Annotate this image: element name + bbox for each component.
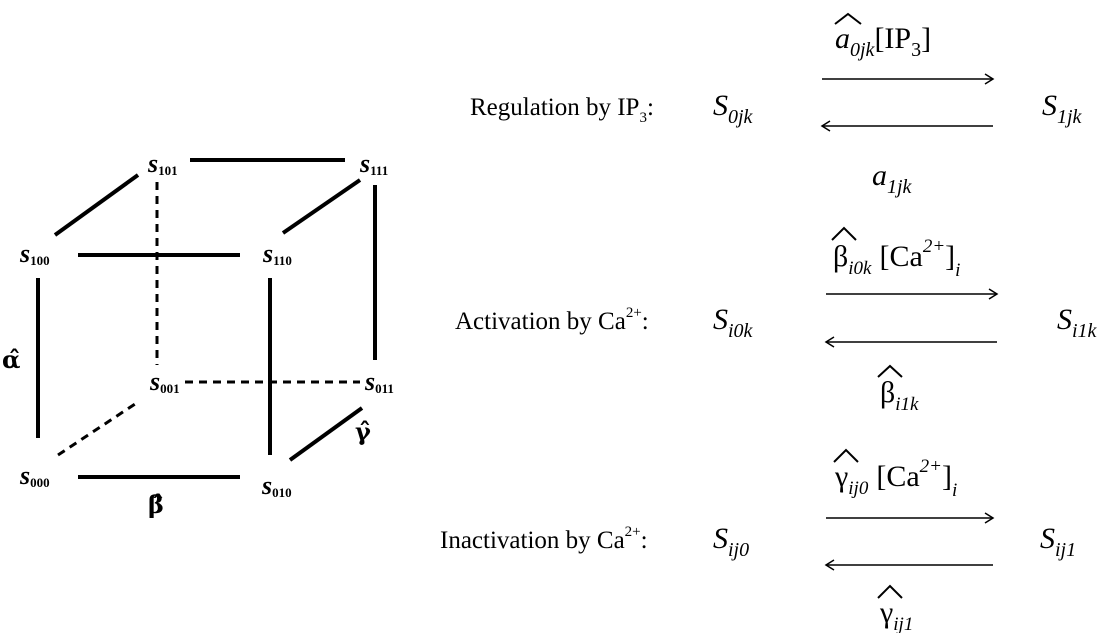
edge-label-beta: β̂ bbox=[148, 490, 164, 519]
reaction-ip3-backward-rate: a1jk bbox=[872, 159, 913, 198]
node-s001: s001 bbox=[149, 367, 180, 396]
reaction-activation-forward-rate: βi0k[Ca2+]i bbox=[833, 236, 960, 281]
reaction-activation-label: Activation by Ca2+: bbox=[455, 305, 649, 335]
reaction-ip3-forward-rate: a0jk[IP3] bbox=[835, 22, 931, 61]
edge-s010-s011 bbox=[288, 406, 364, 462]
edge-label-gamma: γ̂ bbox=[355, 417, 371, 446]
reaction-activation-backward-rate: βi1k bbox=[880, 376, 919, 415]
reaction-ip3-right-state: S1jk bbox=[1042, 89, 1083, 128]
edge-label-alpha: α̂ bbox=[2, 345, 20, 374]
reaction-inactivation-label: Inactivation by Ca2+: bbox=[440, 524, 648, 554]
cube-hidden-edges bbox=[57, 182, 360, 457]
node-s000: s000 bbox=[19, 461, 50, 490]
edge-s110-s111 bbox=[281, 178, 362, 235]
node-s011: s011 bbox=[364, 367, 394, 396]
reaction-inactivation-forward-hat bbox=[833, 448, 859, 463]
cube-edges bbox=[36, 158, 377, 479]
node-s111: s111 bbox=[359, 149, 388, 178]
reaction-activation-right-state: Si1k bbox=[1057, 303, 1098, 342]
node-s101: s101 bbox=[147, 149, 178, 178]
reaction-activation-left-state: Si0k bbox=[713, 303, 754, 342]
reaction-inactivation-right-state: Sij1 bbox=[1040, 522, 1076, 561]
node-s010: s010 bbox=[261, 471, 292, 500]
reaction-inactivation-backward-rate: γij1 bbox=[879, 596, 913, 633]
reaction-activation-forward-hat bbox=[831, 226, 857, 241]
reaction-inactivation-left-state: Sij0 bbox=[713, 522, 749, 561]
reaction-ip3: Regulation by IP3: S0jk a0jk[IP3] a1jk S… bbox=[470, 12, 1083, 198]
reaction-activation-backward-hat bbox=[877, 364, 903, 378]
reaction-activation: Activation by Ca2+: Si0k βi0k[Ca2+]i βi1… bbox=[455, 226, 1098, 415]
node-s100: s100 bbox=[19, 239, 50, 268]
reaction-inactivation-arrows bbox=[824, 512, 995, 571]
reaction-inactivation-forward-rate: γij0[Ca2+]i bbox=[834, 456, 957, 501]
reaction-inactivation-backward-hat bbox=[877, 584, 903, 599]
reaction-activation-arrows bbox=[824, 288, 999, 348]
reaction-ip3-left-state: S0jk bbox=[713, 89, 754, 128]
reaction-inactivation: Inactivation by Ca2+: Sij0 γij0[Ca2+]i γ… bbox=[440, 448, 1076, 633]
edge-s000-s001 bbox=[57, 400, 139, 457]
reaction-ip3-forward-hat bbox=[834, 12, 862, 25]
reaction-ip3-arrows bbox=[820, 73, 995, 132]
node-s110: s110 bbox=[262, 239, 292, 268]
edge-s100-s101 bbox=[53, 173, 140, 237]
reaction-ip3-label: Regulation by IP3: bbox=[470, 94, 654, 126]
